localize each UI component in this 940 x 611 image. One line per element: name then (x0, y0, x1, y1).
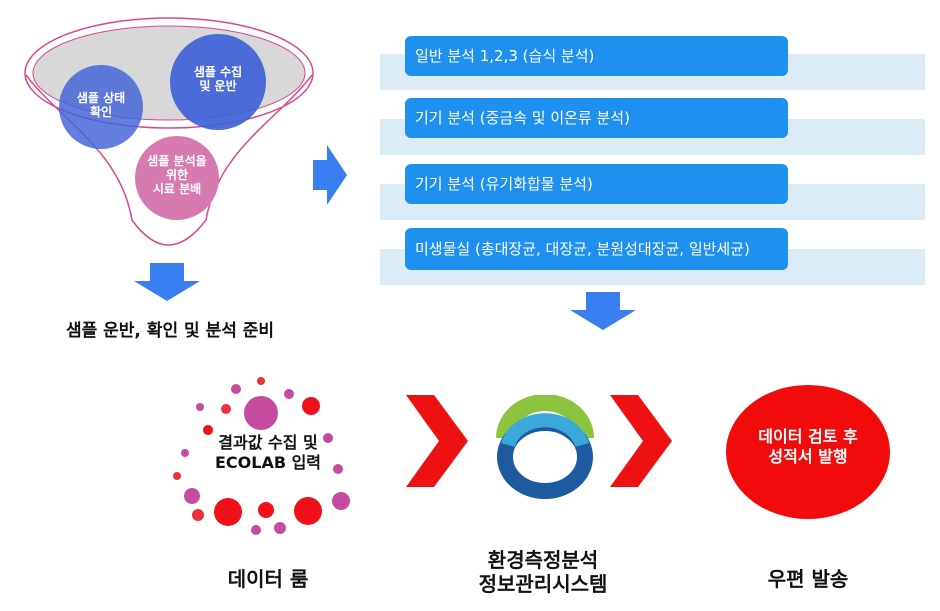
text-line: 데이터 검토 후 (758, 427, 858, 446)
funnel-caption: 샘플 운반, 확인 및 분석 준비 (65, 321, 275, 341)
arrow-right-icon (313, 145, 347, 205)
text-line: 성적서 발행 (768, 447, 847, 466)
text-line: 샘플 상태 (77, 90, 125, 105)
text-line: 및 운반 (199, 78, 236, 93)
step-organic-analysis: 기기 분석 (유기화합물 분석) (405, 164, 788, 204)
arrow-down-icon (134, 263, 200, 301)
system-logo (496, 395, 594, 499)
step-microbiology: 미생물실 (총대장균, 대장균, 분원성대장균, 일반세균) (405, 228, 788, 270)
funnel-rim-outer (24, 17, 314, 129)
text-line: 확인 (90, 104, 112, 119)
dot (214, 498, 242, 526)
text-line: 샘플 수집 (194, 64, 242, 79)
dot (257, 377, 265, 385)
dot (274, 522, 286, 534)
dot (181, 449, 189, 457)
dot (323, 433, 333, 443)
text-line: ECOLAB 입력 (215, 453, 321, 472)
dot (184, 488, 200, 504)
dot (244, 396, 278, 430)
dot (231, 384, 241, 394)
dot (332, 492, 350, 510)
dot (284, 389, 294, 399)
circle-sample-collect (170, 34, 266, 130)
text-line: 샘플 분석을 (147, 153, 206, 168)
dot (203, 425, 213, 435)
chevron-right-icon (406, 395, 468, 487)
dot (258, 502, 274, 518)
text-line: 시료 분배 (153, 181, 201, 196)
dot (196, 403, 204, 411)
chevron-right-icon (610, 395, 672, 487)
step-heavy-metal-analysis: 기기 분석 (중금속 및 이온류 분석) (405, 98, 788, 138)
data-room-caption: 데이터 룸 (227, 567, 309, 591)
dot (221, 404, 231, 414)
logo-cyan-arc (501, 413, 589, 448)
circle-sample-distribute (135, 136, 219, 220)
dot (333, 464, 343, 474)
arrow-down-icon (570, 292, 636, 330)
report-caption: 우편 발송 (767, 567, 849, 591)
dot (302, 397, 320, 415)
dot (251, 525, 261, 535)
dot (173, 472, 181, 480)
system-caption: 환경측정분석 정보관리시스템 (478, 548, 608, 596)
dot (294, 497, 322, 525)
text-line: 위한 (166, 167, 188, 182)
step-general-analysis: 일반 분석 1,2,3 (습식 분석) (405, 36, 788, 76)
text-line: 결과값 수집 및 (218, 433, 317, 452)
circle-sample-check (59, 65, 143, 149)
dot (192, 509, 204, 521)
logo-green-arc (496, 395, 594, 438)
